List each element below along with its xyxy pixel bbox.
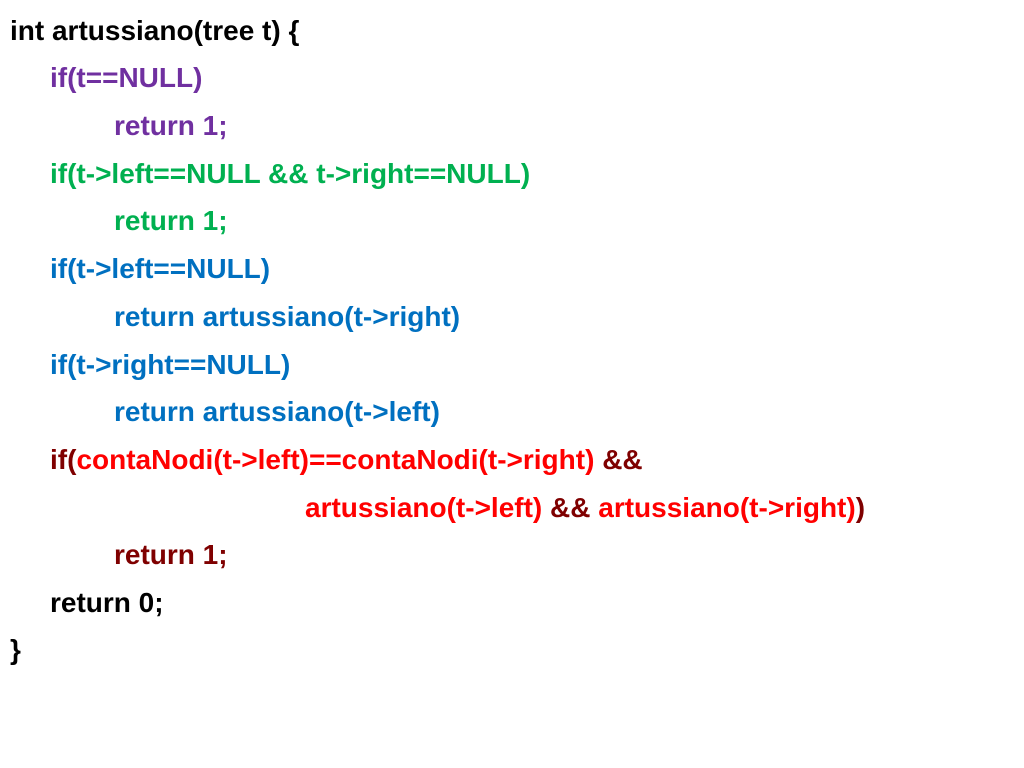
code-token: if(t->right==NULL) [50,349,291,380]
code-token: if(t->left==NULL) [50,253,271,284]
code-line: return 1; [0,533,228,577]
code-token: if(t->left==NULL && t->right==NULL) [50,158,531,189]
code-line: } [0,628,21,672]
code-line: if(t==NULL) [0,56,202,100]
code-token: return 0; [50,587,164,618]
code-token: if( [50,444,77,475]
code-token: artussiano(t->left) [305,492,543,523]
code-line: return artussiano(t->left) [0,390,440,434]
code-token: return 1; [114,205,228,236]
code-token: return 1; [114,110,228,141]
code-token: artussiano(t->right) [598,492,856,523]
code-line: return 0; [0,581,164,625]
code-line: if(contaNodi(t->left)==contaNodi(t->righ… [0,438,643,482]
code-line: return 1; [0,199,228,243]
code-token: return artussiano(t->right) [114,301,461,332]
code-line: if(t->left==NULL) [0,247,270,291]
code-token: if(t==NULL) [50,62,203,93]
code-token: ) [855,492,866,523]
code-token: && [594,444,643,475]
code-token: contaNodi(t->left)==contaNodi(t->right) [76,444,595,475]
code-line: return 1; [0,104,228,148]
code-token: int artussiano(tree t) { [10,15,300,46]
code-line: artussiano(t->left) && artussiano(t->rig… [0,486,865,530]
code-line: if(t->right==NULL) [0,343,290,387]
code-line: return artussiano(t->right) [0,295,460,339]
code-line: int artussiano(tree t) { [0,9,299,53]
code-token: && [542,492,599,523]
code-token: } [10,634,21,665]
code-token: return artussiano(t->left) [114,396,440,427]
code-token: return 1; [114,539,228,570]
code-line: if(t->left==NULL && t->right==NULL) [0,152,530,196]
